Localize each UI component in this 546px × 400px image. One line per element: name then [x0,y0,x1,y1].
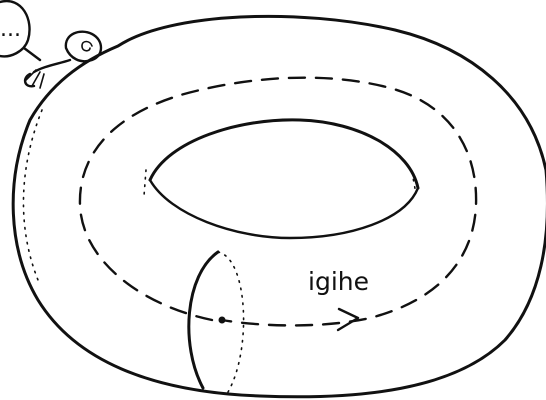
inner-hole-bottom [150,180,418,238]
time-label: igihe [308,267,369,296]
time-loop-path [80,78,476,326]
time-arrowhead [338,309,358,330]
snail-shell-spiral [82,42,92,51]
inner-hole-top [150,120,418,188]
snail-body [34,60,70,72]
cross-section-front [189,252,218,388]
inner-hole-shade-left [144,170,146,196]
torus-outer-outline [13,16,546,396]
speech-text: ... [0,17,21,42]
outer-hidden-edge [23,110,42,280]
loop-point [219,317,226,324]
snail-shell [66,32,101,62]
